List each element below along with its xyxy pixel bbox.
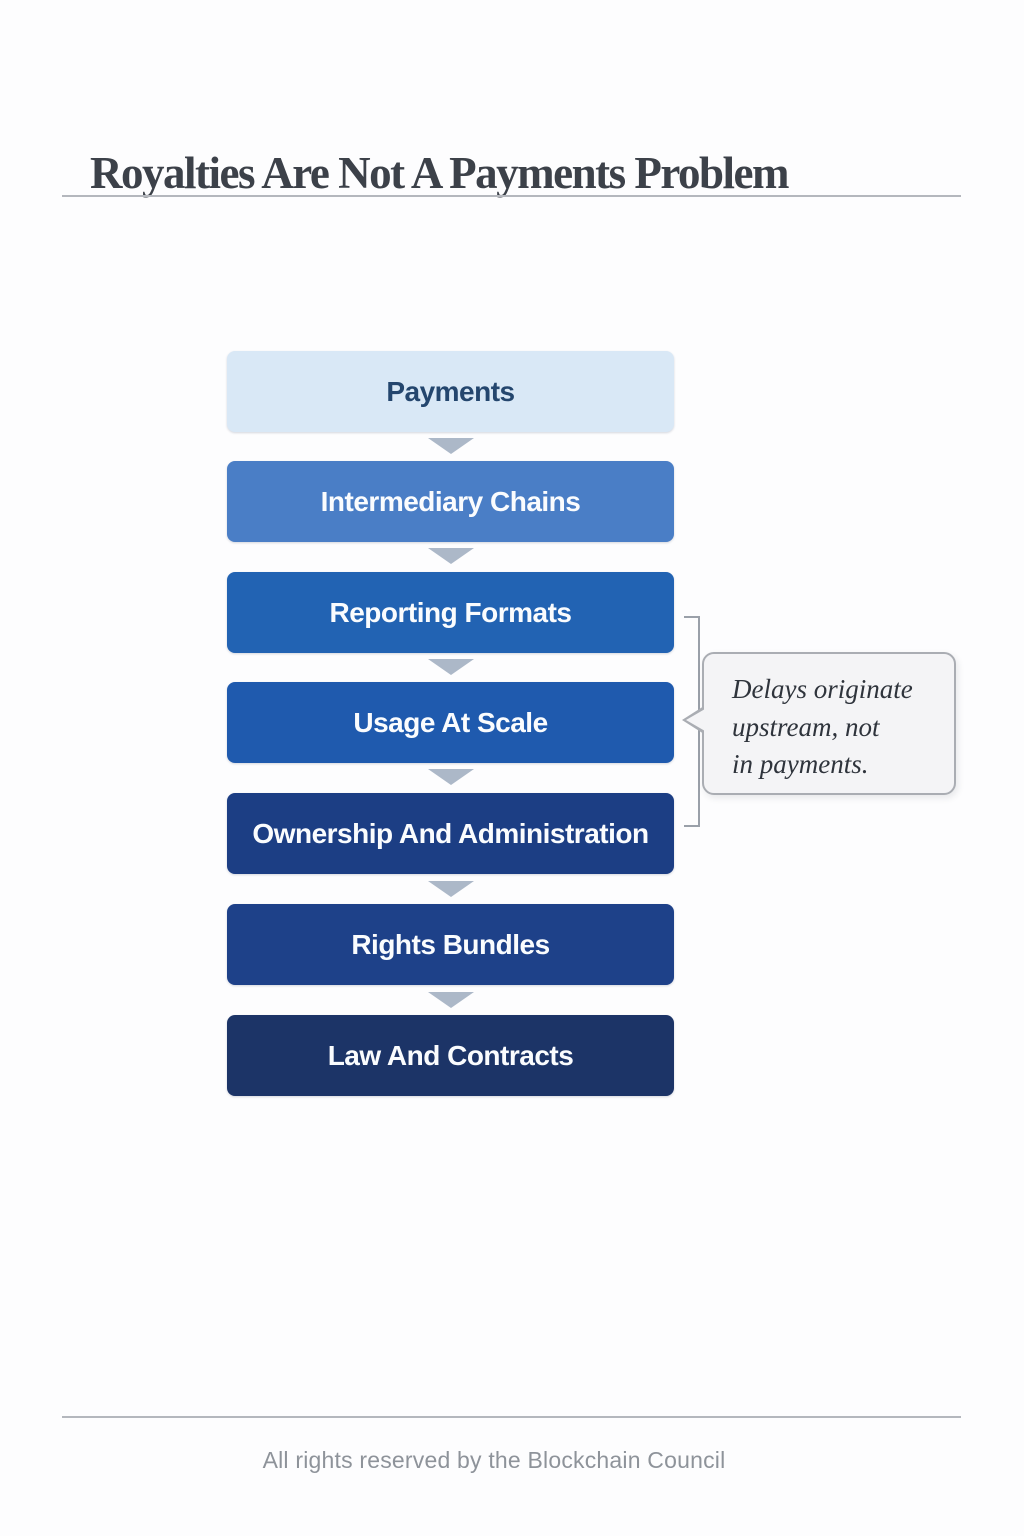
callout-bubble: Delays originate upstream, not in paymen… xyxy=(682,652,956,795)
flow-step-ownership-and-administration: Ownership And Administration xyxy=(227,793,674,874)
flow-step-intermediary-chains: Intermediary Chains xyxy=(227,461,674,542)
callout-pointer-fill xyxy=(686,709,705,731)
footer-divider xyxy=(62,1416,961,1418)
flow-step-reporting-formats: Reporting Formats xyxy=(227,572,674,653)
down-arrow-icon xyxy=(428,881,474,897)
page-title: Royalties Are Not A Payments Problem xyxy=(90,148,790,199)
callout-text: Delays originate upstream, not in paymen… xyxy=(732,671,937,784)
flow-step-law-and-contracts: Law And Contracts xyxy=(227,1015,674,1096)
down-arrow-icon xyxy=(428,659,474,675)
title-divider xyxy=(62,195,961,197)
flow-step-usage-at-scale: Usage At Scale xyxy=(227,682,674,763)
flow-step-rights-bundles: Rights Bundles xyxy=(227,904,674,985)
down-arrow-icon xyxy=(428,769,474,785)
down-arrow-icon xyxy=(428,438,474,454)
callout-line: upstream, not xyxy=(732,711,880,742)
callout-line: in payments. xyxy=(732,749,869,779)
down-arrow-icon xyxy=(428,548,474,564)
footer-copyright: All rights reserved by the Blockchain Co… xyxy=(262,1447,726,1473)
callout-line: Delays originate xyxy=(732,674,913,704)
flow-step-payments: Payments xyxy=(227,351,674,432)
down-arrow-icon xyxy=(428,992,474,1008)
bracket-top-segment xyxy=(684,616,700,618)
bracket-bottom-segment xyxy=(684,825,700,827)
